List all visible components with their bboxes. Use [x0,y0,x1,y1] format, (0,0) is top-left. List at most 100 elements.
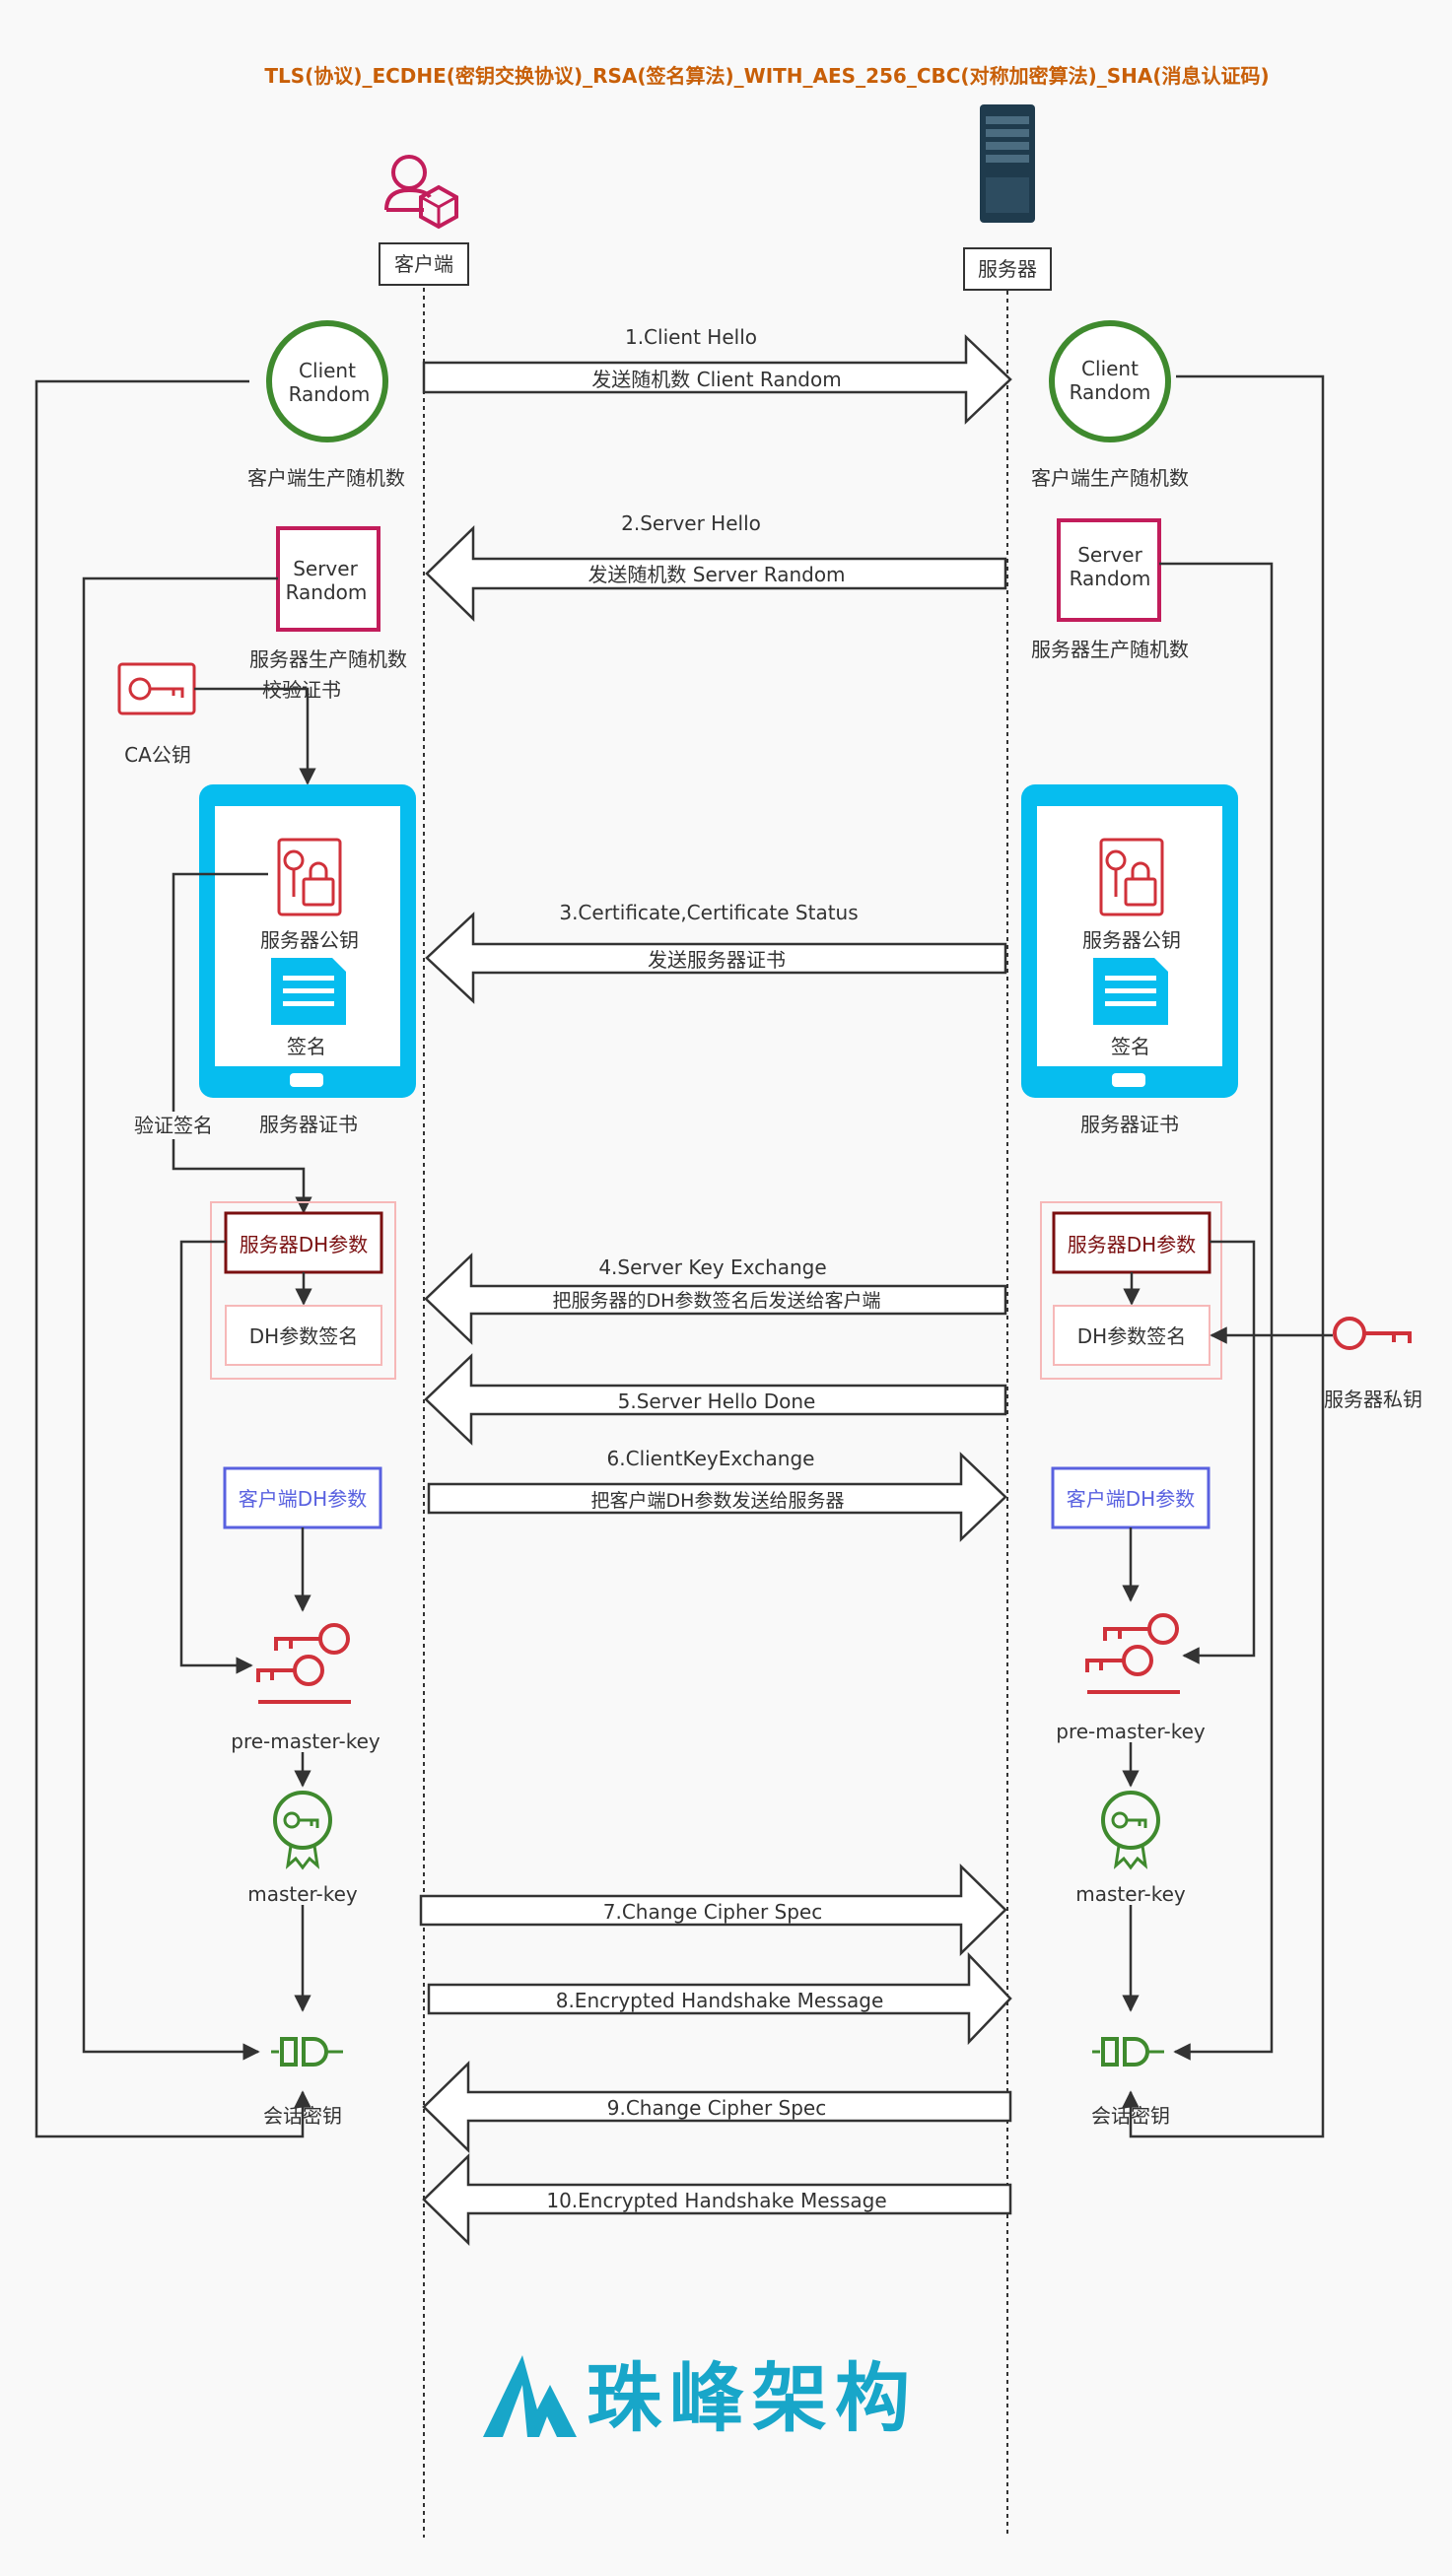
public-key-icon-server [1099,838,1164,916]
message-6-title: 6.ClientKeyExchange [607,1447,815,1470]
message-10-text: 10.Encrypted Handshake Message [546,2189,886,2212]
ca-to-cert-arrow [194,687,316,785]
dh-param-to-pms-connector-server [1182,1240,1256,1664]
ca-key-label: CA公钥 [124,743,191,767]
server-actor-box [963,247,1052,291]
signature-label-client: 签名 [287,1035,326,1058]
keys-icon-server [1085,1613,1180,1694]
server-dh-param-box-client [224,1211,383,1274]
message-arrow-10 [422,2153,1012,2246]
dh-param-to-pms-connector-client [179,1240,253,1674]
message-4-text: 把服务器的DH参数签名后发送给客户端 [553,1290,881,1312]
message-arrow-4 [424,1253,1007,1345]
cert-caption-client: 服务器证书 [259,1113,358,1136]
pre-master-label-server: pre-master-key [1056,1720,1206,1743]
plug-icon-client [271,2037,343,2067]
public-key-label-server: 服务器公钥 [1082,928,1181,952]
message-5-text: 5.Server Hello Done [618,1390,816,1413]
message-arrow-8 [427,1951,1012,2046]
message-6-text: 把客户端DH参数发送给服务器 [591,1490,845,1512]
document-icon-client [271,958,346,1025]
server-random-box-server [1057,518,1161,622]
server-actor-label: 服务器 [978,257,1037,281]
server-dh-param-label-server: 服务器DH参数 [1068,1233,1196,1256]
message-7-text: 7.Change Cipher Spec [603,1900,822,1924]
server-random-line1-server: Server [1077,543,1142,567]
client-random-line1: Client [299,359,356,382]
client-random-to-session-connector [35,379,311,2138]
pre-master-label-client: pre-master-key [231,1729,380,1753]
message-1-text: 发送随机数 Client Random [591,368,841,391]
message-arrow-7 [419,1864,1007,1956]
client-dh-param-label-server: 客户端DH参数 [1067,1487,1195,1511]
verify-signature-connector [172,872,312,1214]
client-dh-param-box-server [1051,1466,1210,1529]
message-arrow-1 [422,334,1012,425]
dh-group-client [210,1201,396,1380]
plug-icon-server [1092,2037,1164,2067]
logo-text: 珠峰架构 [587,2354,918,2442]
signature-label-server: 签名 [1111,1035,1150,1058]
ca-key-icon [117,662,196,715]
server-random-line2: Random [286,580,368,604]
cert-tablet-button-client [290,1073,323,1087]
client-actor-box [379,242,469,286]
verify-signature-label: 验证签名 [134,1114,213,1137]
server-random-to-session-connector-server [1159,562,1274,2061]
client-random-caption: 客户端生产随机数 [247,466,405,490]
master-key-icon-client [273,1791,332,1870]
dh-sig-box-server [1053,1305,1210,1366]
client-random-caption-server: 客户端生产随机数 [1031,466,1189,490]
message-9-text: 9.Change Cipher Spec [607,2096,826,2120]
message-3-title: 3.Certificate,Certificate Status [559,901,858,924]
cert-caption-server: 服务器证书 [1080,1113,1179,1136]
message-arrow-9 [422,2061,1012,2153]
client-random-line2: Random [289,382,371,406]
server-random-line2-server: Random [1070,567,1151,590]
private-key-icon [1333,1317,1412,1350]
cert-tablet-button-server [1112,1073,1145,1087]
client-dh-param-label-client: 客户端DH参数 [239,1487,367,1511]
message-8-text: 8.Encrypted Handshake Message [556,1989,884,2012]
message-arrow-6 [427,1452,1007,1542]
message-arrow-2 [425,525,1007,622]
server-random-caption-client: 服务器生产随机数 [249,647,407,671]
server-random-to-session-connector-client [82,576,278,2061]
message-arrow-5 [424,1353,1007,1446]
message-arrow-3 [425,912,1007,1004]
public-key-icon-client [277,838,342,916]
message-3-text: 发送服务器证书 [648,948,786,972]
verify-sig-label-bg [133,1112,214,1139]
master-key-label-client: master-key [247,1882,358,1906]
logo-mountain-icon [483,2355,577,2437]
server-random-line1: Server [293,557,358,580]
private-key-label: 服务器私钥 [1324,1388,1422,1411]
server-dh-param-label-client: 服务器DH参数 [240,1233,368,1256]
message-1-title: 1.Client Hello [625,325,757,349]
dh-sig-label-client: DH参数签名 [249,1324,358,1348]
client-random-to-session-connector-server [1122,374,1325,2138]
message-2-text: 发送随机数 Server Random [588,563,845,586]
diagram-title: TLS(协议)_ECDHE(密钥交换协议)_RSA(签名算法)_WITH_AES… [264,64,1269,88]
server-rack-icon [980,104,1035,223]
master-key-icon-server [1101,1791,1160,1870]
client-actor-label: 客户端 [394,252,453,276]
message-4-title: 4.Server Key Exchange [598,1255,826,1279]
keys-icon-client [256,1623,351,1704]
dh-group-server [1040,1201,1222,1380]
server-dh-param-box-server [1052,1211,1211,1274]
message-2-title: 2.Server Hello [621,511,761,535]
document-icon-server [1093,958,1168,1025]
client-random-circle [266,320,388,442]
client-random-circle-server [1049,320,1171,442]
dh-sig-label-server: DH参数签名 [1077,1324,1186,1348]
public-key-label-client: 服务器公钥 [260,928,359,952]
master-key-label-server: master-key [1075,1882,1186,1906]
user-icon [384,155,458,230]
server-random-caption-server: 服务器生产随机数 [1031,638,1189,661]
dh-sig-box-client [225,1305,382,1366]
server-random-box-client [276,526,380,632]
client-random-line2-server: Random [1070,380,1151,404]
client-random-line1-server: Client [1081,357,1139,380]
